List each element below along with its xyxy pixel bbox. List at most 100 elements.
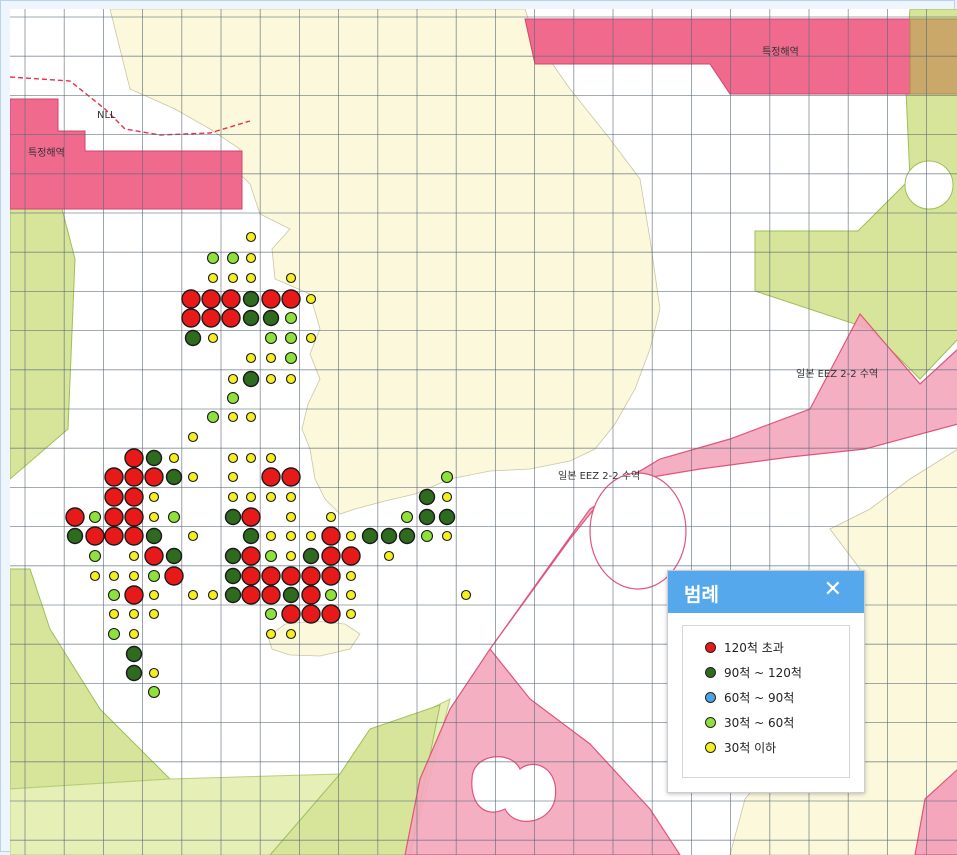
- dot-under-30[interactable]: [325, 511, 337, 523]
- dot-30-60[interactable]: [107, 588, 121, 602]
- dot-under-30[interactable]: [245, 252, 257, 264]
- dot-under-30[interactable]: [207, 589, 219, 601]
- dot-90-120[interactable]: [145, 449, 163, 467]
- dot-30-60[interactable]: [88, 510, 102, 524]
- dot-under-30[interactable]: [285, 373, 297, 385]
- dot-30-60[interactable]: [400, 510, 414, 524]
- dot-30-60[interactable]: [420, 529, 434, 543]
- dot-over-120[interactable]: [241, 507, 261, 527]
- dot-under-30[interactable]: [441, 491, 453, 503]
- dot-under-30[interactable]: [187, 530, 199, 542]
- dot-under-30[interactable]: [441, 530, 453, 542]
- dot-under-30[interactable]: [128, 550, 140, 562]
- dot-under-30[interactable]: [245, 491, 257, 503]
- dot-over-120[interactable]: [201, 308, 221, 328]
- dot-over-120[interactable]: [164, 566, 184, 586]
- dot-30-60[interactable]: [226, 391, 240, 405]
- dot-90-120[interactable]: [184, 329, 202, 347]
- dot-under-30[interactable]: [108, 608, 120, 620]
- dot-under-30[interactable]: [265, 452, 277, 464]
- dot-90-120[interactable]: [438, 508, 456, 526]
- dot-over-120[interactable]: [241, 566, 261, 586]
- dot-under-30[interactable]: [89, 570, 101, 582]
- dot-under-30[interactable]: [265, 628, 277, 640]
- dot-under-30[interactable]: [128, 570, 140, 582]
- dot-over-120[interactable]: [321, 604, 341, 624]
- dot-30-60[interactable]: [264, 607, 278, 621]
- dot-90-120[interactable]: [224, 567, 242, 585]
- dot-under-30[interactable]: [128, 608, 140, 620]
- dot-90-120[interactable]: [125, 645, 143, 663]
- dot-90-120[interactable]: [165, 547, 183, 565]
- dot-over-120[interactable]: [321, 526, 341, 546]
- dot-under-30[interactable]: [148, 491, 160, 503]
- dot-over-120[interactable]: [301, 604, 321, 624]
- dot-30-60[interactable]: [264, 331, 278, 345]
- dot-90-120[interactable]: [302, 547, 320, 565]
- dot-90-120[interactable]: [165, 468, 183, 486]
- dot-under-30[interactable]: [227, 272, 239, 284]
- dot-under-30[interactable]: [345, 589, 357, 601]
- dot-over-120[interactable]: [124, 487, 144, 507]
- dot-90-120[interactable]: [242, 290, 260, 308]
- dot-under-30[interactable]: [460, 589, 472, 601]
- dot-under-30[interactable]: [148, 667, 160, 679]
- dot-under-30[interactable]: [148, 511, 160, 523]
- dot-over-120[interactable]: [104, 487, 124, 507]
- dot-under-30[interactable]: [265, 491, 277, 503]
- dot-90-120[interactable]: [242, 370, 260, 388]
- dot-under-30[interactable]: [148, 608, 160, 620]
- dot-under-30[interactable]: [227, 491, 239, 503]
- dot-90-120[interactable]: [418, 508, 436, 526]
- dot-under-30[interactable]: [245, 272, 257, 284]
- dot-over-120[interactable]: [124, 467, 144, 487]
- dot-90-120[interactable]: [242, 527, 260, 545]
- dot-under-30[interactable]: [245, 452, 257, 464]
- dot-over-120[interactable]: [301, 585, 321, 605]
- dot-under-30[interactable]: [187, 589, 199, 601]
- dot-over-120[interactable]: [301, 566, 321, 586]
- dot-under-30[interactable]: [108, 570, 120, 582]
- dot-over-120[interactable]: [321, 566, 341, 586]
- dot-under-30[interactable]: [227, 471, 239, 483]
- dot-30-60[interactable]: [206, 251, 220, 265]
- dot-over-120[interactable]: [124, 526, 144, 546]
- dot-under-30[interactable]: [207, 332, 219, 344]
- dot-under-30[interactable]: [265, 530, 277, 542]
- dot-over-120[interactable]: [261, 566, 281, 586]
- dot-over-120[interactable]: [181, 289, 201, 309]
- dot-30-60[interactable]: [284, 351, 298, 365]
- dot-90-120[interactable]: [145, 527, 163, 545]
- dot-90-120[interactable]: [224, 508, 242, 526]
- dot-over-120[interactable]: [241, 546, 261, 566]
- dot-under-30[interactable]: [383, 550, 395, 562]
- dot-under-30[interactable]: [187, 471, 199, 483]
- dot-under-30[interactable]: [245, 411, 257, 423]
- dot-under-30[interactable]: [285, 550, 297, 562]
- dot-90-120[interactable]: [282, 586, 300, 604]
- dot-over-120[interactable]: [124, 585, 144, 605]
- dot-under-30[interactable]: [227, 452, 239, 464]
- dot-90-120[interactable]: [262, 309, 280, 327]
- dot-30-60[interactable]: [324, 588, 338, 602]
- dot-over-120[interactable]: [261, 585, 281, 605]
- dot-90-120[interactable]: [242, 309, 260, 327]
- dot-over-120[interactable]: [221, 308, 241, 328]
- dot-30-60[interactable]: [167, 510, 181, 524]
- dot-90-120[interactable]: [125, 664, 143, 682]
- fishing-density-map[interactable]: 특정해역 특정해역 NLL 일본 EEZ 2-2 수역 일본 EEZ 2-2 수…: [10, 9, 957, 855]
- dot-30-60[interactable]: [107, 627, 121, 641]
- dot-under-30[interactable]: [285, 272, 297, 284]
- dot-90-120[interactable]: [224, 547, 242, 565]
- dot-over-120[interactable]: [321, 546, 341, 566]
- dot-over-120[interactable]: [281, 467, 301, 487]
- dot-30-60[interactable]: [206, 410, 220, 424]
- dot-under-30[interactable]: [265, 373, 277, 385]
- dot-over-120[interactable]: [104, 507, 124, 527]
- dot-under-30[interactable]: [305, 530, 317, 542]
- dot-under-30[interactable]: [245, 231, 257, 243]
- dot-under-30[interactable]: [187, 431, 199, 443]
- dot-over-120[interactable]: [144, 467, 164, 487]
- dot-over-120[interactable]: [144, 546, 164, 566]
- dot-over-120[interactable]: [221, 289, 241, 309]
